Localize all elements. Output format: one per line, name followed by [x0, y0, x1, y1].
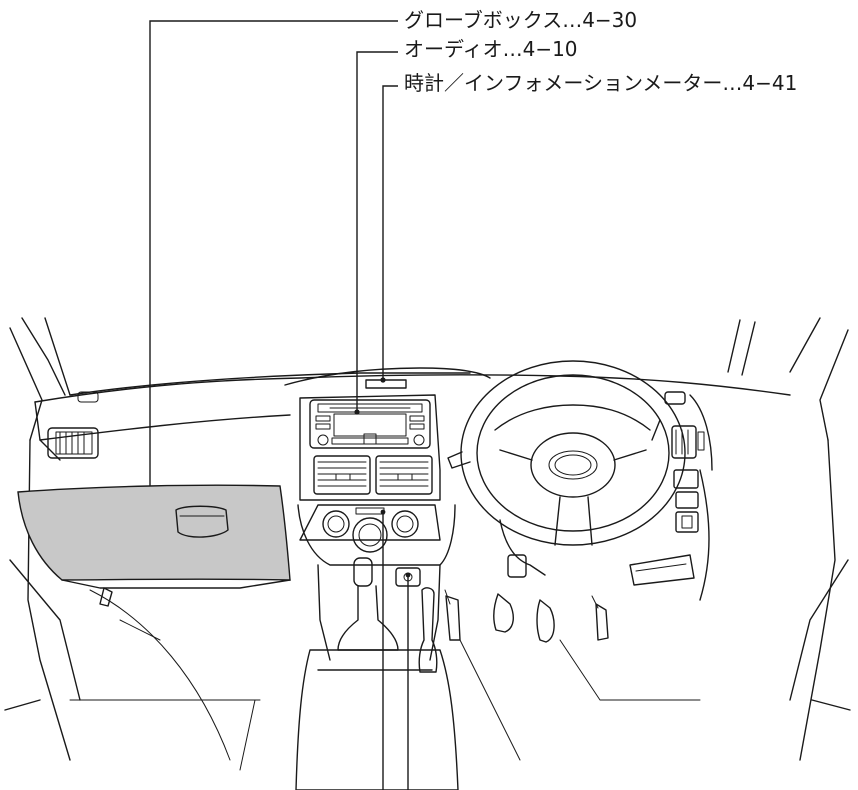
leader-lines	[147, 20, 411, 790]
callout-clock-info-meter: 時計／インフォメーションメーター…4−41	[404, 71, 798, 95]
lower-console	[69, 557, 701, 790]
leader-audio	[356, 51, 398, 412]
pedals	[444, 589, 609, 643]
leader-glove-box	[149, 20, 398, 508]
center-stack	[297, 394, 456, 566]
dash-top	[34, 367, 791, 461]
callout-glove-box: グローブボックス…4−30	[404, 8, 638, 32]
leader-clock-info-meter	[382, 85, 398, 380]
cabin-frame	[4, 317, 851, 761]
callout-audio: オーディオ…4−10	[404, 37, 578, 61]
glove-box	[17, 484, 291, 589]
right-dash	[629, 391, 713, 601]
steering-wheel	[447, 360, 686, 578]
audio-unit	[309, 399, 431, 449]
